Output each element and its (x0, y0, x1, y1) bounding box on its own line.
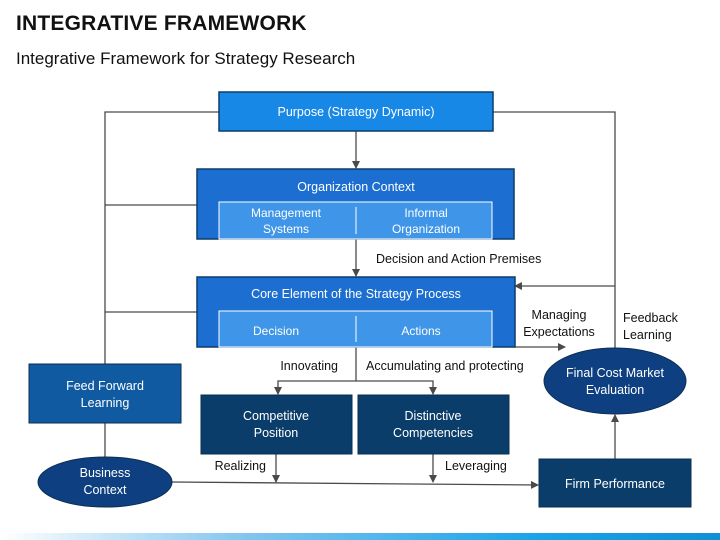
page-subtitle: Integrative Framework for Strategy Resea… (16, 49, 356, 68)
distinctive-competencies-box: Distinctive Competencies (357, 394, 510, 455)
decision-label: Decision (253, 324, 299, 338)
firm-performance-box: Firm Performance (538, 458, 692, 508)
management-systems-line1: Management (251, 206, 322, 220)
line-purpose-right-loop (493, 111, 616, 350)
purpose-label: Purpose (Strategy Dynamic) (277, 105, 434, 119)
firm-performance-label: Firm Performance (565, 477, 665, 491)
label-feedback-line1: Feedback (623, 311, 679, 325)
connectors (104, 111, 619, 489)
final-cost-ellipse: Final Cost Market Evaluation (543, 347, 687, 415)
business-context-line2: Context (83, 483, 127, 497)
management-systems-line2: Systems (263, 222, 309, 236)
distinctive-competencies-line2: Competencies (393, 426, 473, 440)
distinctive-competencies-line1: Distinctive (405, 409, 462, 423)
competitive-position-box: Competitive Position (200, 394, 353, 455)
organization-context-title: Organization Context (297, 180, 415, 194)
arrow-to-competitive (274, 380, 356, 395)
label-feedback-line2: Learning (623, 328, 672, 342)
decorative-bottom-bar (0, 533, 720, 540)
actions-label: Actions (401, 324, 440, 338)
informal-organization-line2: Organization (392, 222, 460, 236)
business-context-line1: Business (80, 466, 131, 480)
competitive-position-line2: Position (254, 426, 299, 440)
final-cost-line1: Final Cost Market (566, 366, 664, 380)
purpose-box: Purpose (Strategy Dynamic) (218, 91, 494, 132)
arrow-business-to-firm (171, 480, 539, 489)
label-innovating: Innovating (280, 359, 338, 373)
feed-forward-line2: Learning (81, 396, 130, 410)
core-element-title: Core Element of the Strategy Process (251, 287, 461, 301)
business-context-ellipse: Business Context (37, 456, 173, 508)
feed-forward-learning-box: Feed Forward Learning (28, 363, 182, 424)
label-leveraging: Leveraging (445, 459, 507, 473)
page-title: INTEGRATIVE FRAMEWORK (16, 12, 307, 35)
label-accumulating: Accumulating and protecting (366, 359, 524, 373)
label-realizing: Realizing (215, 459, 266, 473)
label-decision-premises: Decision and Action Premises (376, 252, 541, 266)
line-feedforward-to-purpose (104, 111, 219, 364)
label-managing-line2: Expectations (523, 325, 595, 339)
arrow-to-distinctive (356, 380, 437, 395)
informal-organization-line1: Informal (404, 206, 447, 220)
label-managing-line1: Managing (532, 308, 587, 322)
final-cost-line2: Evaluation (586, 383, 644, 397)
competitive-position-line1: Competitive (243, 409, 309, 423)
core-element-box: Core Element of the Strategy Process Dec… (196, 276, 516, 348)
feed-forward-line1: Feed Forward (66, 379, 144, 393)
organization-context-box: Organization Context Management Systems … (196, 168, 515, 240)
